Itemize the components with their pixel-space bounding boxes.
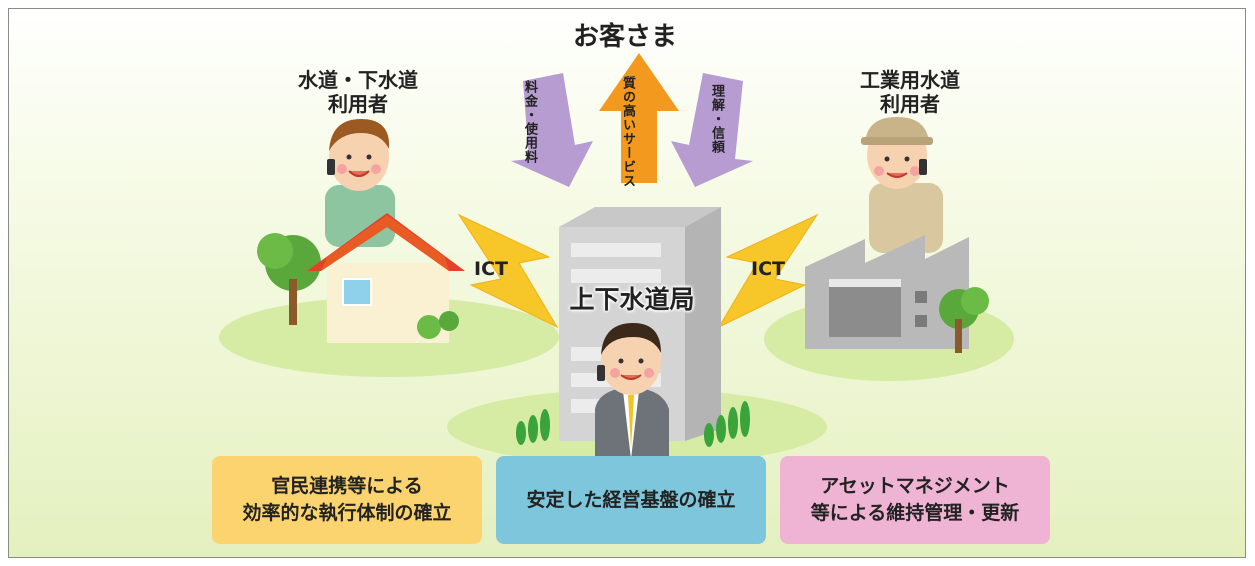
goal-efficient-operation: 官民連携等による 効率的な執行体制の確立	[212, 456, 482, 544]
house-icon	[257, 213, 465, 343]
service-arrow-label: 質の高いサービス	[620, 76, 635, 188]
staff-person	[595, 323, 669, 459]
fee-arrow-label: 料金・使用料	[522, 80, 537, 164]
ict-right-label: ICT	[751, 258, 785, 280]
industrial-user-person	[861, 117, 943, 253]
arrow-up-icon	[599, 53, 679, 183]
arrow-right-icon	[671, 73, 753, 187]
bureau-label: 上下水道局	[569, 285, 695, 314]
goal-asset-management: アセットマネジメント 等による維持管理・更新	[780, 456, 1050, 544]
industrial-user-label: 工業用水道 利用者	[860, 68, 960, 116]
lightning-left-icon	[457, 213, 559, 329]
goal-stable-management: 安定した経営基盤の確立	[496, 456, 766, 544]
water-user-label: 水道・下水道 利用者	[298, 68, 418, 116]
trust-arrow-label: 理解・信頼	[709, 84, 724, 154]
customer-title: お客さま	[572, 22, 677, 52]
illustration	[219, 53, 1014, 465]
arrow-left-icon	[511, 73, 593, 187]
water-user-person	[325, 119, 395, 247]
shrubs-icon	[516, 401, 750, 447]
ict-left-label: ICT	[474, 258, 508, 280]
factory-icon	[805, 235, 989, 353]
